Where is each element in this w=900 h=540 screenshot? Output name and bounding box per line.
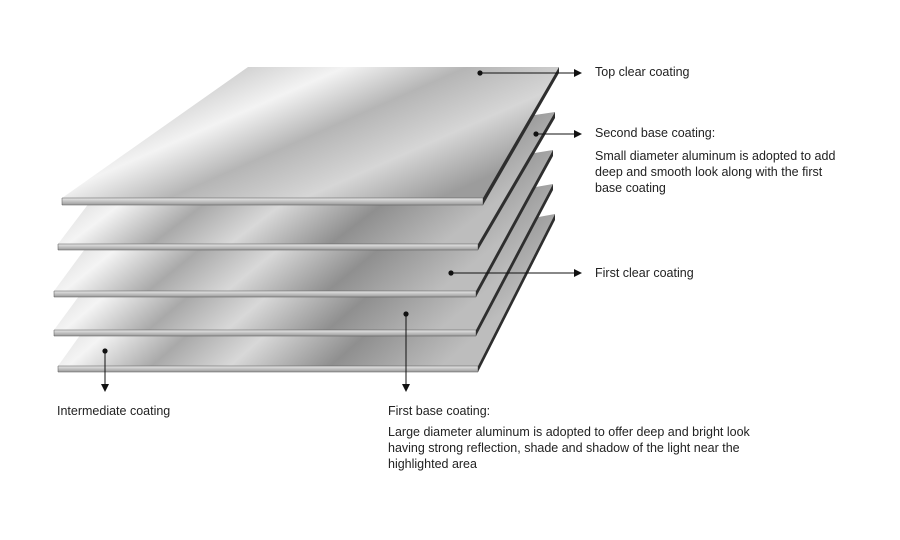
label-first-base-coating: First base coating: (388, 404, 491, 418)
label-first-clear-coating: First clear coating (595, 266, 694, 280)
callout-second-base-coating (533, 130, 582, 138)
callout-intermediate-coating (101, 348, 109, 392)
label-intermediate-coating: Intermediate coating (57, 404, 171, 418)
layer-top-clear-coating (61, 67, 559, 206)
description-first-base-coating: Large diameter aluminum is adopted to of… (388, 425, 750, 471)
callout-top-clear-coating (477, 69, 582, 77)
description-second-base-coating: Small diameter aluminum is adopted to ad… (595, 149, 836, 195)
label-top-clear-coating: Top clear coating (595, 65, 690, 79)
callout-first-clear-coating (448, 269, 582, 277)
callout-first-base-coating (402, 311, 410, 392)
label-second-base-coating: Second base coating: (595, 126, 716, 140)
